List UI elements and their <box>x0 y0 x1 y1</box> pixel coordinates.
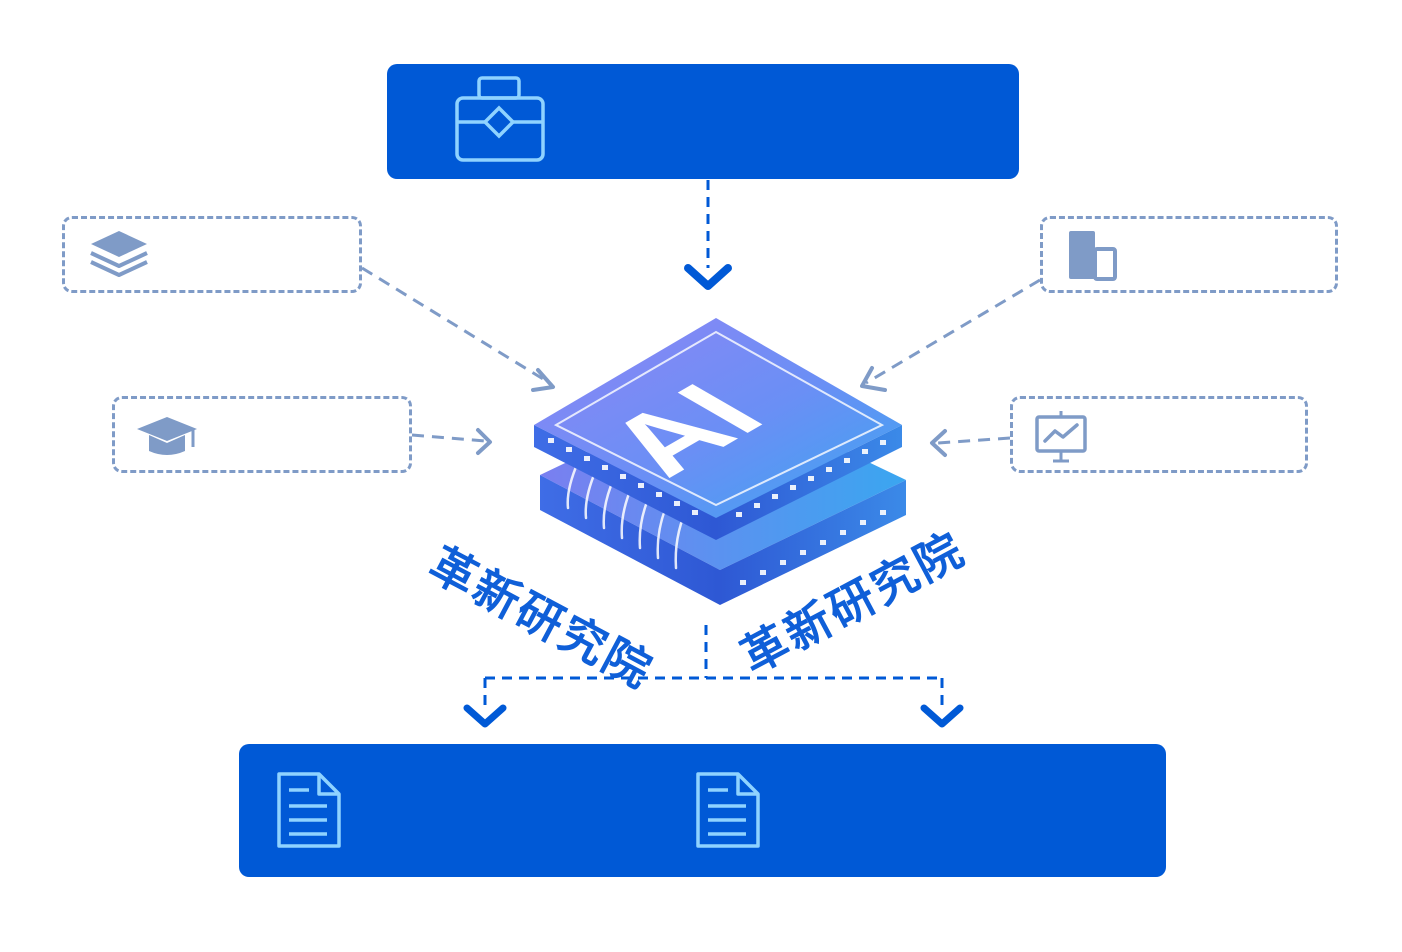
chip-side-notches <box>548 438 886 585</box>
right-upper-arrow-head <box>860 366 887 392</box>
bottom-right-arrow-head <box>920 704 964 728</box>
document-icon-left <box>277 772 341 848</box>
left-upper-source-box <box>62 216 362 293</box>
document-icon-right <box>696 772 760 848</box>
layers-icon <box>90 231 148 277</box>
bottom-left-arrow-head <box>463 704 507 728</box>
top-arrow-head <box>684 264 732 290</box>
left-upper-connector-line <box>361 266 549 384</box>
left-lower-connector-line <box>411 433 487 443</box>
right-lower-arrow-head <box>930 429 947 457</box>
right-lower-connector-line <box>937 436 1011 445</box>
left-upper-arrow-head <box>531 368 555 392</box>
briefcase-icon <box>455 76 545 162</box>
right-lower-source-box <box>1010 396 1308 473</box>
presentation-chart-icon <box>1035 411 1087 463</box>
graduation-cap-icon <box>137 417 197 455</box>
top-input-panel <box>387 64 1019 179</box>
right-upper-source-box <box>1040 216 1338 293</box>
building-icon <box>1069 231 1117 281</box>
left-lower-source-box <box>112 396 412 473</box>
chip-upper-plate <box>534 318 902 540</box>
bottom-output-panel <box>239 744 1166 877</box>
right-upper-connector-line <box>865 278 1041 385</box>
left-lower-arrow-head <box>476 428 492 455</box>
